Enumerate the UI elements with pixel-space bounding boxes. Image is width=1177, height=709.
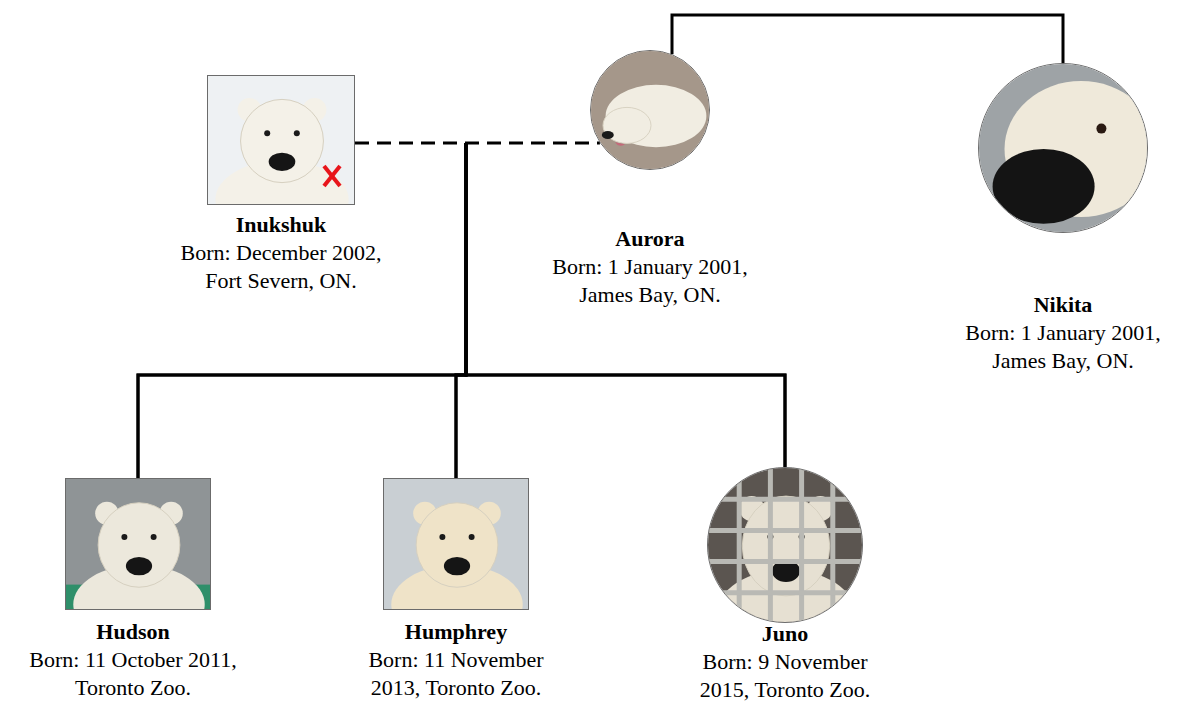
bear-picture xyxy=(708,468,863,623)
cage-bars xyxy=(708,468,863,623)
bear-eye xyxy=(294,130,300,136)
offspring-line xyxy=(456,143,600,478)
bear-head xyxy=(742,496,829,596)
bear-eye xyxy=(151,534,157,540)
bear-photo-node: JunoBorn: 9 November 2015, Toronto Zoo. xyxy=(707,467,863,623)
bear-name: Inukshuk xyxy=(169,211,394,239)
bear-photo-node: AuroraBorn: 1 January 2001, James Bay, O… xyxy=(590,50,710,170)
partner-line xyxy=(355,142,600,145)
bear-nose xyxy=(444,557,470,575)
bear-caption: JunoBorn: 9 November 2015, Toronto Zoo. xyxy=(685,620,885,704)
bear-picture xyxy=(591,51,710,170)
birth-details: Born: 11 November 2013, Toronto Zoo. xyxy=(351,646,561,702)
bear-eye xyxy=(469,534,475,540)
bear-name: Aurora xyxy=(538,225,763,253)
bear-eye xyxy=(439,534,445,540)
bear-head xyxy=(416,503,498,587)
bear-head xyxy=(241,99,324,182)
bear-caption: AuroraBorn: 1 January 2001, James Bay, O… xyxy=(538,225,763,309)
bear-name: Humphrey xyxy=(351,618,561,646)
photo-frame xyxy=(707,467,863,623)
photo-ground xyxy=(591,51,710,170)
bear-photo-node: NikitaBorn: 1 January 2001, James Bay, O… xyxy=(978,63,1148,233)
bear-photo-node: HudsonBorn: 11 October 2011, Toronto Zoo… xyxy=(65,478,211,610)
bear-caption: InukshukBorn: December 2002, Fort Severn… xyxy=(169,211,394,295)
bear-picture xyxy=(208,76,355,205)
bear-nose xyxy=(993,149,1095,224)
bear-head xyxy=(98,503,180,587)
bear-caption: HudsonBorn: 11 October 2011, Toronto Zoo… xyxy=(13,618,253,702)
birth-details: Born: December 2002, Fort Severn, ON. xyxy=(169,239,394,295)
bear-photo-node: HumphreyBorn: 11 November 2013, Toronto … xyxy=(383,478,529,610)
bear-name: Juno xyxy=(685,620,885,648)
birth-details: Born: 1 January 2001, James Bay, ON. xyxy=(538,253,763,309)
photo-frame xyxy=(383,478,529,610)
birth-details: Born: 9 November 2015, Toronto Zoo. xyxy=(685,648,885,704)
bear-photo-node: InukshukBorn: December 2002, Fort Severn… xyxy=(207,75,355,205)
offspring-line xyxy=(466,143,785,467)
offspring-line xyxy=(355,143,785,467)
offspring-line xyxy=(355,143,466,478)
photo-frame xyxy=(590,50,710,170)
deceased-cross xyxy=(324,166,340,186)
bear-eye xyxy=(264,130,270,136)
offspring-line xyxy=(138,143,466,478)
bear-eye xyxy=(121,534,127,540)
bear-nose xyxy=(602,131,614,139)
bear-picture xyxy=(384,479,529,610)
photo-frame xyxy=(65,478,211,610)
bear-caption: HumphreyBorn: 11 November 2013, Toronto … xyxy=(351,618,561,702)
bear-nose xyxy=(126,557,152,575)
photo-frame xyxy=(207,75,355,205)
photo-frame xyxy=(978,63,1148,233)
bear-tongue xyxy=(615,142,625,146)
birth-details: Born: 1 January 2001, James Bay, ON. xyxy=(953,319,1173,375)
bear-caption: NikitaBorn: 1 January 2001, James Bay, O… xyxy=(953,291,1173,375)
birth-details: Born: 11 October 2011, Toronto Zoo. xyxy=(13,646,253,702)
bear-nose xyxy=(269,153,296,171)
bear-picture xyxy=(66,479,211,610)
sibling-line xyxy=(672,15,1063,63)
bear-name: Nikita xyxy=(953,291,1173,319)
bear-picture xyxy=(979,64,1148,233)
bear-eye xyxy=(1096,124,1106,134)
bear-name: Hudson xyxy=(13,618,253,646)
